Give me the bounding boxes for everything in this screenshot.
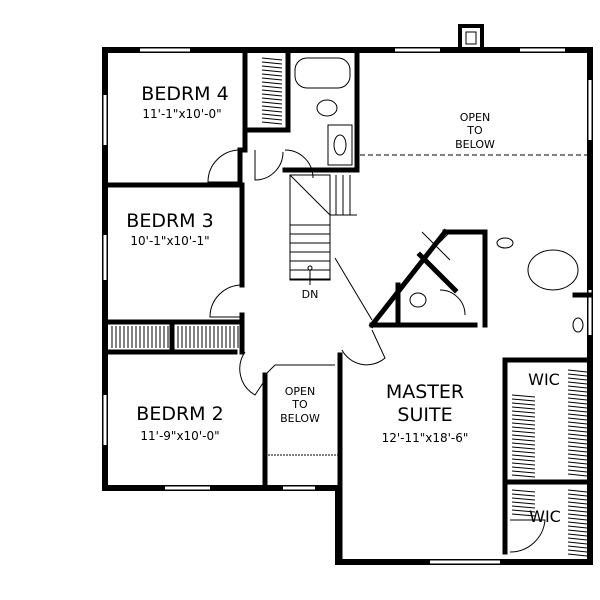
bedroom-3-size: 10'-1"x10'-1" <box>130 234 209 248</box>
toilet-icon <box>316 99 338 117</box>
stairs-down-label: DN <box>302 288 319 301</box>
staircase <box>289 174 357 285</box>
master-label-line1: MASTER <box>386 381 464 403</box>
master-label-line2: SUITE <box>397 404 452 426</box>
sink-icon <box>333 134 347 156</box>
bedroom-3-label: BEDRM 3 <box>126 210 213 232</box>
doors <box>207 149 546 553</box>
bedroom-4-label: BEDRM 4 <box>141 83 228 105</box>
open-below-large-3: BELOW <box>455 138 495 151</box>
master-size: 12'-11"x18'-6" <box>382 431 469 445</box>
wic-label-2: WIC <box>529 507 561 526</box>
open-below-small-2: TO <box>291 398 308 411</box>
open-below-small-1: OPEN <box>285 385 315 398</box>
interior-walls <box>102 47 593 565</box>
bedroom-4-size: 11'-1"x10'-0" <box>142 107 221 121</box>
bathtub-icon <box>527 249 579 291</box>
open-below-small-3: BELOW <box>280 412 320 425</box>
bedroom-2-label: BEDRM 2 <box>136 403 223 425</box>
exterior-walls <box>102 47 593 565</box>
bath-fixtures <box>294 57 584 333</box>
open-below-large-1: OPEN <box>460 111 490 124</box>
toilet-icon <box>409 292 427 308</box>
closet-shelving <box>111 57 588 557</box>
wic-label-1: WIC <box>528 370 560 389</box>
bedroom-2-size: 11'-9"x10'-0" <box>140 429 219 443</box>
open-below-large-2: TO <box>466 124 483 137</box>
